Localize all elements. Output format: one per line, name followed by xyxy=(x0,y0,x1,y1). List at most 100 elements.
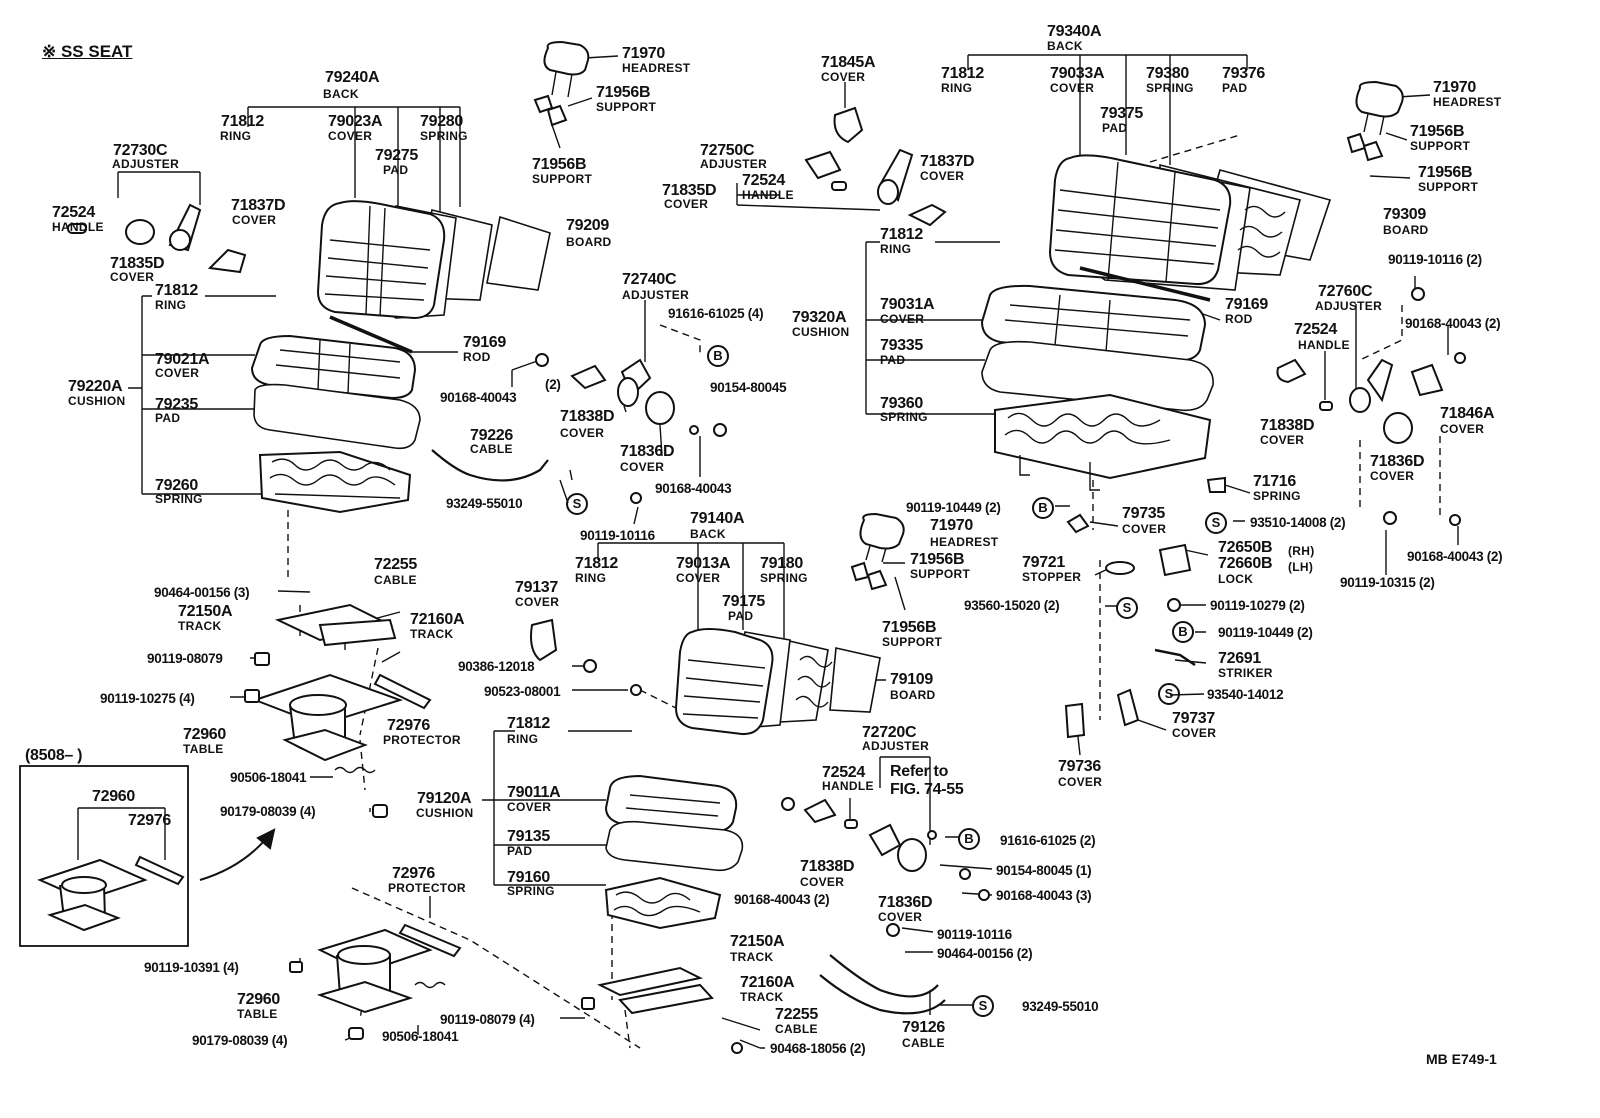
part-name: COVER xyxy=(1440,422,1485,436)
part-name: COVER xyxy=(560,426,605,440)
part-name: TABLE xyxy=(183,742,224,756)
part-number: 79735 xyxy=(1122,505,1165,522)
part-number: 79175 xyxy=(722,593,765,610)
part-number: 71837D xyxy=(920,153,975,170)
ref-number: 90464-00156 (3) xyxy=(154,585,250,600)
part-number: 79120A xyxy=(417,790,472,807)
part-number: 71846A xyxy=(1440,405,1495,422)
part-number: 79013A xyxy=(676,555,731,572)
part-name: ROD xyxy=(1225,312,1253,326)
part-number: 79240A xyxy=(325,69,380,86)
part-name: TRACK xyxy=(410,627,454,641)
part-number: 72150A xyxy=(178,603,233,620)
part-name: COVER xyxy=(110,270,155,284)
part-name: PROTECTOR xyxy=(383,733,461,747)
part-name: COVER xyxy=(920,169,965,183)
part-name: SUPPORT xyxy=(1418,180,1479,194)
ref-number: 90179-08039 (4) xyxy=(220,804,316,819)
part-name: TRACK xyxy=(730,950,774,964)
center-adjuster-72740c xyxy=(535,353,727,504)
marker-b: B xyxy=(707,345,729,367)
ref-number: 93249-55010 xyxy=(1022,999,1099,1014)
part-number: 79160 xyxy=(507,869,550,886)
ref-number: 90119-10449 (2) xyxy=(1218,625,1313,640)
part-number: 79260 xyxy=(155,477,198,494)
part-name: STOPPER xyxy=(1022,570,1082,584)
part-number: 72760C xyxy=(1318,283,1373,300)
part-name: SUPPORT xyxy=(596,100,657,114)
part-number: 79737 xyxy=(1172,710,1215,727)
part-name: SUPPORT xyxy=(910,567,971,581)
part-name: HEADREST xyxy=(930,535,999,549)
part-number: 71812 xyxy=(221,113,264,130)
marker-s: S xyxy=(972,995,994,1017)
part-number: 71956B xyxy=(882,619,937,636)
part-number: 79126 xyxy=(902,1019,945,1036)
part-number: 72160A xyxy=(410,611,465,628)
part-number: 72976 xyxy=(387,717,430,734)
inset-frame xyxy=(19,765,189,947)
part-number-lh: 72660B xyxy=(1218,555,1273,572)
part-name: PAD xyxy=(1222,81,1248,95)
part-number: 71716 xyxy=(1253,473,1296,490)
marker-b: B xyxy=(958,828,980,850)
part-number-rh: 72650B xyxy=(1218,539,1273,556)
part-name: TRACK xyxy=(178,619,222,633)
part-number: 71956B xyxy=(1418,164,1473,181)
part-name: SUPPORT xyxy=(882,635,943,649)
part-number: 72750C xyxy=(700,142,755,159)
part-number: 79033A xyxy=(1050,65,1105,82)
part-number: 79721 xyxy=(1022,554,1065,571)
part-name: COVER xyxy=(878,910,923,924)
part-number: 71956B xyxy=(596,84,651,101)
part-number: 79335 xyxy=(880,337,923,354)
lower-left-table xyxy=(289,923,462,1040)
right-seat-back xyxy=(1048,154,1332,291)
ref-number: 90168-40043 (2) xyxy=(734,892,830,907)
ref-number: 90506-18041 xyxy=(230,770,307,785)
part-number: 72960 xyxy=(183,726,226,743)
part-number: 72691 xyxy=(1218,650,1261,667)
right-headrest xyxy=(1346,80,1404,162)
part-name: ADJUSTER xyxy=(862,739,930,753)
part-name: SPRING xyxy=(1253,489,1301,503)
part-name: RING xyxy=(941,81,973,95)
part-name: COVER xyxy=(800,875,845,889)
ref-number: 90168-40043 (2) xyxy=(1405,316,1501,331)
part-number: 79137 xyxy=(515,579,558,596)
ref-number: 90119-08079 xyxy=(147,651,223,666)
part-name: CABLE xyxy=(902,1036,945,1050)
part-number: 71838D xyxy=(1260,417,1315,434)
marker-s: S xyxy=(566,493,588,515)
ref-number: 90506-18041 xyxy=(382,1029,459,1044)
refer-note-line1: Refer to xyxy=(890,763,949,780)
marker-s: S xyxy=(1205,512,1227,534)
part-name: HEADREST xyxy=(1433,95,1502,109)
part-number: 71835D xyxy=(110,255,165,272)
ref-number: 90119-08079 (4) xyxy=(440,1012,535,1027)
part-number: 79109 xyxy=(890,671,933,688)
ref-number: 90154-80045 (1) xyxy=(996,863,1092,878)
part-name: SPRING xyxy=(760,571,808,585)
part-name: STRIKER xyxy=(1218,666,1273,680)
arrow-to-lower-table xyxy=(199,839,266,881)
part-number: 79226 xyxy=(470,427,513,444)
part-number: 71970 xyxy=(930,517,973,534)
part-name: SUPPORT xyxy=(532,172,593,186)
marker-b: B xyxy=(1032,497,1054,519)
part-number: 72255 xyxy=(775,1006,818,1023)
cover-79137 xyxy=(530,618,558,662)
ref-number: 90168-40043 (3) xyxy=(996,888,1092,903)
part-name: ROD xyxy=(463,350,491,364)
part-number: 72976 xyxy=(392,865,435,882)
part-number: 71835D xyxy=(662,182,717,199)
inset-label: (8508– ) xyxy=(25,747,83,764)
left-seat-back xyxy=(316,200,551,320)
part-number: 71836D xyxy=(1370,453,1425,470)
center-headrest-top xyxy=(533,40,590,127)
page-title: ※ SS SEAT xyxy=(42,42,133,61)
part-name: COVER xyxy=(664,197,709,211)
part-number: 79275 xyxy=(375,147,418,164)
ref-number: 93540-14012 xyxy=(1207,687,1284,702)
